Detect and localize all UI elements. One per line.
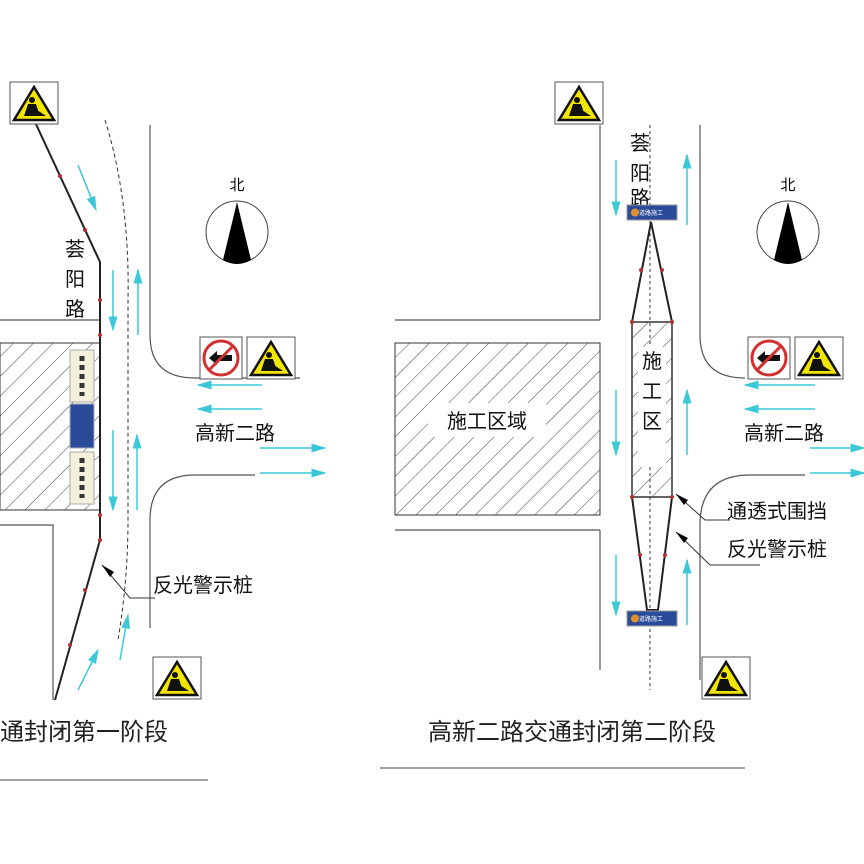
road-name-ns: 路 [630, 186, 650, 210]
construction-area-label: 施工区域 [447, 409, 527, 433]
road-name-ns: 阳 [630, 161, 650, 185]
stage2-title: 高新二路交通封闭第二阶段 [428, 718, 716, 746]
road-name-ew: 高新二路 [744, 421, 824, 445]
svg-text:道路施工: 道路施工 [639, 209, 663, 217]
stage1-title: 通封闭第一阶段 [0, 718, 168, 746]
no-left-turn-icon [746, 335, 792, 381]
north-label: 北 [229, 176, 244, 194]
warning-sign-icon [793, 335, 845, 381]
north-label: 北 [780, 176, 795, 194]
work-zone-label: 施 [642, 349, 662, 373]
road-name-ns: 荟 [65, 237, 85, 261]
stage1-panel: 北 荟 阳 路 高新二路 反光警示桩 通封闭第一阶段 [0, 80, 327, 781]
road-work-sign: 道路施工 [626, 204, 678, 221]
stage2-panel: 施工区域 施 工 区 荟 阳 路 道路施工 道路施工 北 高新二路 通透式围挡 … [380, 80, 864, 769]
warning-sign-icon [8, 80, 60, 126]
road-name-ew: 高新二路 [195, 421, 275, 445]
no-left-turn-icon [198, 335, 244, 381]
taper-fence [631, 221, 673, 323]
road-name-ns: 路 [65, 297, 85, 321]
warning-sign-icon [245, 335, 297, 381]
label-reflective-pile: 反光警示桩 [153, 573, 253, 597]
label-reflective-pile: 反光警示桩 [727, 537, 827, 561]
fence-line [34, 121, 101, 701]
svg-text:道路施工: 道路施工 [639, 615, 663, 623]
north-compass-icon [756, 200, 820, 265]
warning-sign-icon [700, 655, 752, 701]
road-name-ns: 荟 [630, 131, 650, 155]
north-compass-icon [205, 200, 269, 265]
road-name-ns: 阳 [65, 267, 85, 291]
label-transparent-fence: 通透式围挡 [727, 499, 827, 523]
warning-sign-icon [151, 655, 203, 701]
road-work-sign: 道路施工 [626, 610, 678, 627]
road-work-sign [69, 403, 95, 449]
work-zone-label: 工 [642, 379, 662, 403]
warning-sign-icon [553, 80, 605, 126]
work-zone-label: 区 [642, 409, 662, 433]
